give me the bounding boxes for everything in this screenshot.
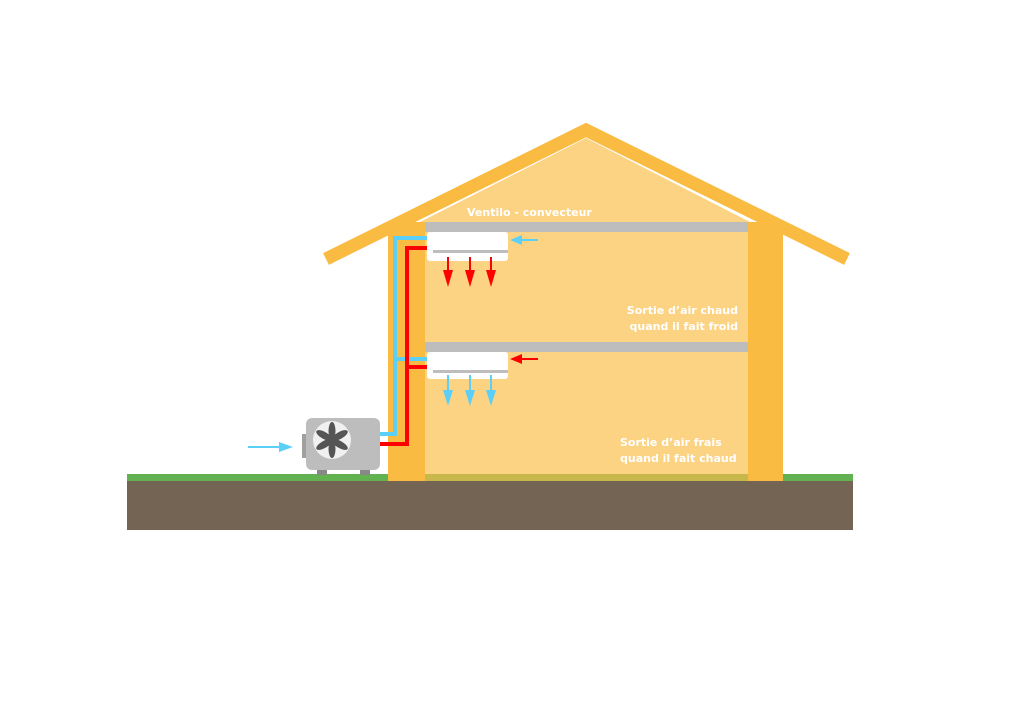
ground-soil [127,481,853,530]
warm-air-label-line1: Sortie d’air chaud [627,304,738,317]
warm-air-arrows [443,257,496,287]
outdoor-unit [302,418,380,475]
ceiling-slab [425,222,748,232]
fan-coil-upper [427,232,508,261]
warm-air-label-line2: quand il fait froid [629,320,738,333]
fan-coil-lower [427,352,508,379]
air-intake-arrow-lower [510,354,538,364]
outdoor-air-intake-arrow [248,442,293,452]
cool-air-label-line1: Sortie d’air frais [620,436,722,449]
fan-icon [316,422,348,458]
refrigerant-pipe-cold [380,236,428,436]
right-wall [748,222,783,481]
attic-interior [420,138,750,222]
floor-slab [425,342,748,352]
floor-base [425,474,748,481]
refrigerant-pipe-hot [380,246,428,446]
air-intake-arrow-upper [510,235,538,245]
cool-air-label-line2: quand il fait chaud [620,452,737,465]
fan-coil-label: Ventilo - convecteur [467,206,592,219]
roof [323,122,850,265]
cool-air-arrows [443,375,496,406]
